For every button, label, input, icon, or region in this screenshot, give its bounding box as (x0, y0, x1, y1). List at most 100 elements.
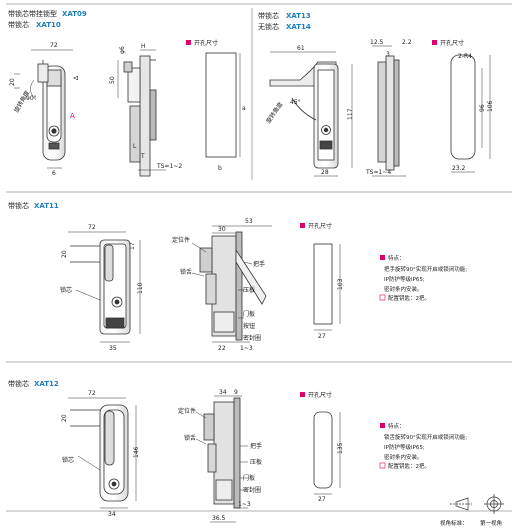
dims-front-xat09 (14, 49, 73, 169)
label-handle-mid: 把手 (253, 260, 265, 268)
dim-106: 106 (487, 100, 494, 112)
feature-mid-1: 把手旋转90°实现开启或锁闭功能; (384, 265, 467, 273)
code-xat12: XAT12 (34, 380, 59, 388)
dim-30: 30 (218, 226, 226, 233)
label-door-panel-bottom: 门板 (243, 474, 255, 482)
key-note-icon-bottom (379, 462, 386, 469)
side-view-xat11 (199, 231, 267, 341)
features-marker-bottom (380, 423, 385, 428)
title-xat13: 带锁芯 (258, 11, 279, 20)
dim-20: 20 (9, 78, 16, 86)
dim-34-bottom: 34 (108, 511, 116, 518)
feature-bottom-1: 锁舌旋转90°实现开启或锁闭功能; (384, 433, 467, 441)
cutout-marker-left (186, 40, 191, 45)
label-door-panel-mid: 门板 (243, 310, 255, 318)
title-xat09: 带锁芯带挂锁型 (8, 9, 57, 18)
dim-27-mid: 27 (318, 333, 326, 340)
features-box-mid: 特点： 把手旋转90°实现开启或锁闭功能; IP防护等级IP65; 密封条内安装… (379, 254, 467, 302)
code-xat10: XAT10 (36, 21, 61, 29)
feature-mid-3: 密封条内安装。 (384, 285, 423, 293)
cutout-marker-mid (300, 223, 305, 228)
dim-delta: Δ (73, 75, 80, 80)
code-xat13: XAT13 (286, 12, 311, 20)
label-tongue-mid: 锁舌 (180, 268, 192, 276)
side-view-xat12 (203, 397, 241, 509)
title-xat12: 带锁芯 (8, 379, 29, 388)
dim-53: 53 (245, 218, 253, 225)
dim-96: 96 (479, 104, 486, 112)
dim-27-bottom: 27 (318, 496, 326, 503)
dim-1-3-mid: 1~3 (240, 345, 253, 352)
label-locator-bottom: 定位件 (178, 407, 196, 415)
dim-61: 61 (297, 45, 305, 52)
label-tongue-bottom: 锁舌 (184, 434, 196, 442)
angle-90: 90° (26, 95, 37, 102)
title-xat11: 带锁芯 (8, 201, 29, 210)
front-view-xat13 (269, 61, 339, 169)
section-xat09-xat10: 带锁芯带挂锁型 XAT09 带锁芯 XAT10 72 20 6 90° 旋转角度… (8, 9, 246, 177)
code-xat09: XAT09 (62, 10, 87, 18)
label-lock-core-bottom: 锁芯 (62, 456, 74, 464)
front-view-xat12 (70, 404, 129, 502)
feature-bottom-3: 密封条内安装。 (384, 453, 423, 461)
cutout-label-mid: 开孔尺寸 (308, 222, 332, 230)
dims-front-xat12 (68, 397, 137, 509)
key-note-mid: 配置钥匙：2把。 (388, 294, 430, 302)
dim-72: 72 (50, 42, 58, 49)
cutout-rect-right (450, 54, 476, 160)
dim-6: 6 (52, 170, 56, 177)
dim-117: 117 (347, 108, 354, 120)
section-xat12: 带锁芯 XAT12 72 20 146 34 锁芯 (8, 379, 467, 523)
dim-103: 103 (337, 278, 344, 290)
angle-45: 45° (290, 99, 301, 106)
cutout-rect-left (205, 52, 237, 158)
side-view-xat09 (123, 55, 157, 177)
label-seal-bottom: 密封圈 (243, 486, 261, 494)
code-xat14: XAT14 (286, 23, 311, 31)
rotate-label-right: 旋转角度 (264, 101, 284, 125)
feature-bottom-2: IP防护等级IP65; (384, 443, 425, 451)
label-press-plate-bottom: 压板 (250, 458, 262, 466)
section-dividers (6, 3, 512, 512)
label-seal-mid: 密封圈 (243, 334, 261, 342)
title-xat14: 无锁芯 (258, 22, 279, 31)
dim-12-5: 12.5 (370, 39, 384, 46)
cutout-label-right: 开孔尺寸 (440, 39, 464, 47)
dim-h: H (141, 43, 146, 50)
dim-146: 146 (133, 446, 140, 458)
cutout-rect-bottom (313, 411, 333, 489)
dim-35-mid: 35 (109, 345, 117, 352)
cutout-label-left: 开孔尺寸 (194, 39, 218, 47)
dim-2-r4: 2-R4 (458, 53, 472, 60)
key-note-bottom: 配置钥匙：2把。 (388, 462, 430, 470)
dim-34b: 34 (219, 389, 227, 396)
title-xat10: 带锁芯 (8, 20, 29, 29)
dims-side-xat12 (195, 395, 248, 523)
label-button-mid: 按钮 (243, 322, 255, 330)
cutout-marker-bottom (300, 392, 305, 397)
dim-9: 9 (234, 389, 238, 396)
dim-2-2: 2.2 (402, 39, 412, 46)
front-view-xat11 (70, 239, 131, 335)
dims-side-xat09 (117, 49, 166, 171)
dim-t: T (140, 153, 145, 160)
dim-a-upper: A (70, 112, 75, 120)
view-standard-label: 视角标准： (440, 519, 468, 527)
dim-50: 50 (109, 76, 116, 84)
cutout-rect-mid (313, 243, 333, 325)
dim-l: L (133, 143, 137, 150)
dim-17-mid: 17 (129, 242, 136, 250)
section-xat13-xat14: 带锁芯 XAT13 无锁芯 XAT14 61 45° 旋转角度 117 28 1… (258, 11, 494, 177)
dims-side-xat11 (191, 225, 272, 343)
side-view-xat13 (377, 55, 400, 171)
label-handle-bottom: 把手 (250, 442, 262, 450)
dim-ts-left: TS=1~2 (156, 163, 182, 170)
dim-72-bottom: 72 (88, 390, 96, 397)
section-xat11: 带锁芯 XAT11 72 20 17 110 35 锁芯 (8, 201, 467, 352)
first-angle-label: 第一视角 (480, 519, 502, 527)
dim-110-mid: 110 (137, 282, 144, 294)
dim-72-mid: 72 (88, 224, 96, 231)
dims-front-xat11 (68, 231, 141, 343)
label-press-plate-mid: 压板 (243, 286, 255, 294)
